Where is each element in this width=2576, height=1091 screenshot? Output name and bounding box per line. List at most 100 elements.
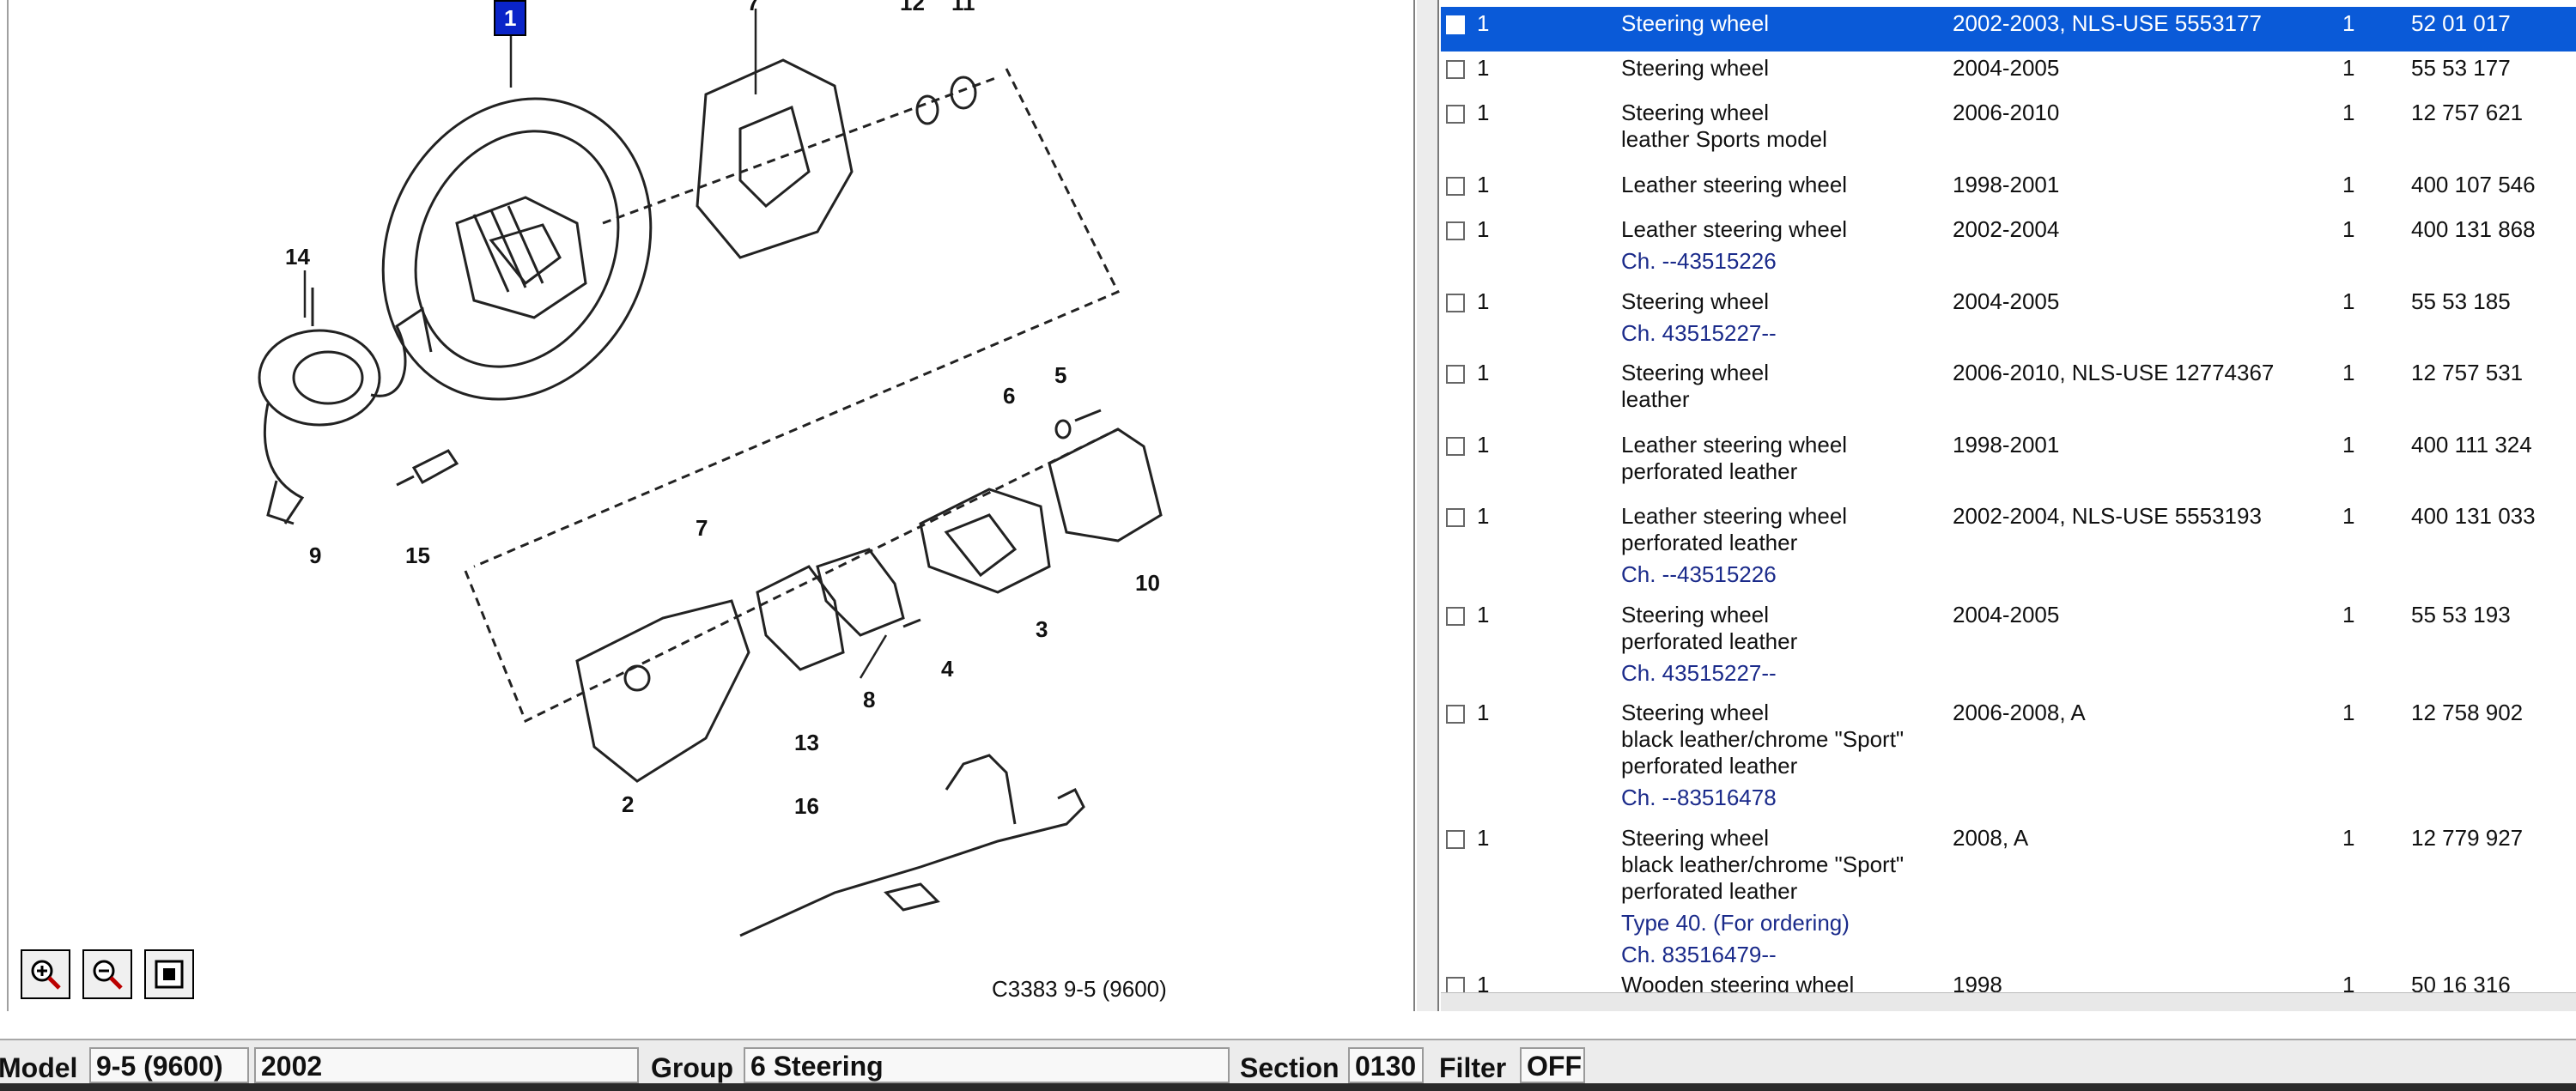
description-line: perforated leather — [1621, 458, 1798, 484]
zoom-in-button[interactable] — [21, 949, 70, 999]
row-checkbox[interactable] — [1446, 221, 1465, 240]
section-field[interactable]: 0130 — [1348, 1047, 1424, 1083]
taskbar-edge — [0, 1083, 2576, 1091]
description-line: perforated leather — [1621, 753, 1798, 779]
row-checkbox[interactable] — [1446, 15, 1465, 34]
description-line: Steering wheel — [1621, 100, 1769, 125]
row-part-number: 12 757 621 — [2411, 100, 2524, 125]
filter-field[interactable]: OFF — [1520, 1047, 1585, 1083]
callout-15[interactable]: 15 — [405, 542, 430, 568]
row-count: 1 — [2342, 432, 2355, 458]
callout-5[interactable]: 5 — [1054, 362, 1067, 388]
callout-13[interactable]: 13 — [794, 730, 819, 755]
row-count: 1 — [2342, 503, 2355, 529]
row-years: 1998-2001 — [1953, 172, 2060, 197]
description-line: Leather steering wheel — [1621, 216, 1848, 242]
row-years: 2002-2004, NLS-USE 5553193 — [1953, 503, 2262, 529]
row-qty: 1 — [1477, 10, 1490, 36]
description-line: Steering wheel — [1621, 700, 1769, 725]
row-checkbox[interactable] — [1446, 437, 1465, 456]
group-label: Group — [651, 1052, 733, 1083]
row-note: Ch. --83516478 — [1621, 785, 1777, 810]
row-count: 1 — [2342, 602, 2355, 627]
row-part-number: 52 01 017 — [2411, 10, 2511, 36]
callout-6[interactable]: 6 — [1003, 383, 1016, 409]
description-line: leather — [1621, 386, 1690, 412]
row-count: 1 — [2342, 55, 2355, 81]
row-count: 1 — [2342, 972, 2355, 997]
row-checkbox[interactable] — [1446, 365, 1465, 384]
callout-7[interactable]: 7 — [696, 515, 708, 541]
row-count: 1 — [2342, 172, 2355, 197]
callout-12[interactable]: 12 — [900, 0, 925, 15]
callout-14[interactable]: 14 — [285, 244, 310, 270]
description-line: Steering wheel — [1621, 10, 1769, 36]
row-years: 2006-2010 — [1953, 100, 2060, 125]
row-count: 1 — [2342, 100, 2355, 125]
callout-11[interactable]: 11 — [951, 0, 975, 15]
year-field[interactable]: 2002 — [254, 1047, 639, 1083]
row-note: Type 40. (For ordering) — [1621, 910, 1850, 936]
callout-16[interactable]: 16 — [794, 793, 819, 819]
row-qty: 1 — [1477, 360, 1490, 385]
zoom-out-button[interactable] — [82, 949, 132, 999]
section-label: Section — [1240, 1052, 1340, 1083]
callout-2[interactable]: 2 — [622, 791, 635, 817]
horizontal-scrollbar[interactable] — [1441, 992, 2576, 1011]
description-line: Steering wheel — [1621, 360, 1769, 385]
description-line: Steering wheel — [1621, 288, 1769, 314]
row-checkbox[interactable] — [1446, 830, 1465, 849]
description-line: Steering wheel — [1621, 825, 1769, 851]
pane-splitter[interactable] — [1417, 0, 1439, 1011]
row-note: Ch. 83516479-- — [1621, 942, 1777, 967]
zoom-in-icon — [31, 960, 61, 990]
row-description: Steering wheel — [1621, 55, 1947, 82]
callout-9[interactable]: 9 — [309, 542, 322, 568]
row-checkbox[interactable] — [1446, 105, 1465, 124]
row-part-number: 55 53 193 — [2411, 602, 2511, 627]
row-note: Ch. --43515226 — [1621, 561, 1777, 587]
exploded-view-drawing[interactable] — [10, 0, 1410, 1011]
callout-1[interactable]: 1 — [494, 0, 527, 36]
row-checkbox[interactable] — [1446, 705, 1465, 724]
row-checkbox[interactable] — [1446, 607, 1465, 626]
diagram-pane: 1 7 12 11 14 9 15 6 5 10 7 3 4 8 13 2 16… — [7, 0, 1415, 1011]
callout-10[interactable]: 10 — [1135, 570, 1160, 596]
callout-3[interactable]: 3 — [1036, 616, 1048, 642]
row-years: 2002-2004 — [1953, 216, 2060, 242]
row-years: 1998-2001 — [1953, 432, 2060, 458]
row-checkbox[interactable] — [1446, 177, 1465, 196]
callout-8[interactable]: 8 — [863, 687, 876, 712]
row-checkbox[interactable] — [1446, 294, 1465, 312]
row-qty: 1 — [1477, 972, 1490, 997]
model-field[interactable]: 9-5 (9600) — [89, 1047, 249, 1083]
row-checkbox[interactable] — [1446, 60, 1465, 79]
callout-7-top[interactable]: 7 — [747, 0, 760, 15]
callout-4[interactable]: 4 — [941, 656, 954, 682]
row-part-number: 55 53 185 — [2411, 288, 2511, 314]
row-count: 1 — [2342, 700, 2355, 725]
group-field[interactable]: 6 Steering — [744, 1047, 1230, 1083]
row-checkbox[interactable] — [1446, 508, 1465, 527]
fit-view-button[interactable] — [144, 949, 194, 999]
row-qty: 1 — [1477, 700, 1490, 725]
row-part-number: 55 53 177 — [2411, 55, 2511, 81]
